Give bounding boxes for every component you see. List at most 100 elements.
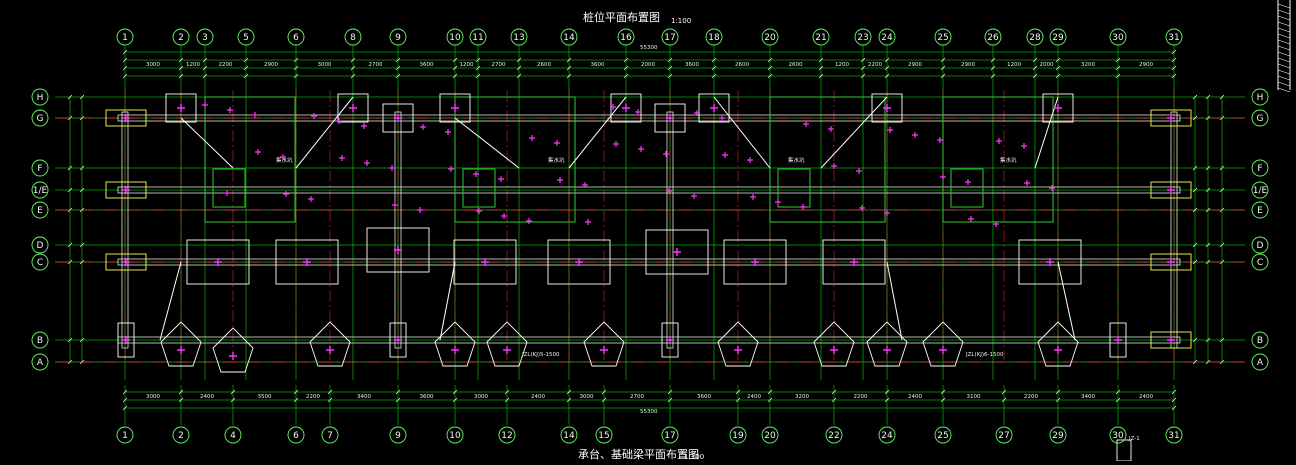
dimension-tick [1032, 57, 1038, 63]
pile-cap [453, 239, 517, 285]
dimension-tick [178, 397, 184, 403]
dimension-tick [178, 65, 184, 71]
pit-label-4: 集水坑 [1000, 156, 1017, 164]
axis-bubble [934, 28, 952, 46]
pit-label-1: 集水坑 [276, 156, 293, 164]
pile-marker [887, 127, 893, 133]
axis-bubble [1049, 28, 1067, 46]
detail-hatch [1277, 3, 1291, 9]
detail-hatch [1277, 27, 1291, 33]
dimension-tick [1032, 65, 1038, 71]
pile-marker [663, 151, 669, 157]
dimension-tick [475, 57, 481, 63]
axis-bubble-label: 11 [472, 33, 483, 43]
detail-hatch [1277, 81, 1291, 87]
pit-inner [777, 168, 811, 208]
axis-bubble-label: 15 [598, 431, 609, 441]
axis-bubble [1165, 28, 1183, 46]
dimension-tick [940, 65, 946, 71]
axis-bubble-label: 9 [395, 33, 401, 43]
dimension-tick [940, 397, 946, 403]
detail-hatch [1277, 33, 1291, 39]
dimension-tick [67, 259, 73, 265]
pile-marker [394, 336, 402, 344]
dimension-tick [178, 389, 184, 395]
dimension-tick [395, 57, 401, 63]
pile-marker [448, 166, 454, 172]
pile-marker [1054, 346, 1062, 354]
dimension-tick [516, 65, 522, 71]
dimension-label-top: 2000 [1040, 62, 1054, 68]
pile-cap [547, 239, 611, 285]
pile-cap [186, 239, 250, 285]
axis-bubble [116, 28, 134, 46]
dimension-tick [1055, 397, 1061, 403]
pile-marker [229, 352, 237, 360]
axis-bubble-label: E [37, 206, 43, 216]
pile-marker [392, 202, 398, 208]
axis-bubble-label: 6 [293, 33, 299, 43]
pile-marker [751, 258, 759, 266]
axis-bubble-label: 22 [828, 431, 839, 441]
dimension-label-bottom: 2200 [1024, 394, 1038, 400]
pile-marker [666, 188, 672, 194]
pile-marker [830, 346, 838, 354]
axis-bubble [31, 236, 49, 254]
dimension-tick [67, 187, 73, 193]
dimension-label-top: 3600 [685, 62, 699, 68]
pile-cap [389, 322, 407, 358]
dimension-tick [293, 397, 299, 403]
axis-bubble [1251, 159, 1269, 177]
pile-cap [1150, 109, 1192, 127]
pile-marker [800, 204, 806, 210]
pile-cap-triangular [1037, 321, 1079, 367]
dimension-tick [601, 397, 607, 403]
axis-bubble-label: F [1257, 164, 1262, 174]
pile-marker [937, 137, 943, 143]
pit-inner [212, 168, 246, 208]
axis-bubble [389, 426, 407, 444]
dimension-tick [1192, 187, 1198, 193]
dimension-tick [395, 397, 401, 403]
dimension-tick [831, 397, 837, 403]
dimension-tick [767, 73, 773, 79]
dimension-tick [202, 65, 208, 71]
dimension-label-bottom: 2400 [747, 394, 761, 400]
dimension-tick [1219, 359, 1225, 365]
pile-marker [600, 346, 608, 354]
dimension-tick [1192, 115, 1198, 121]
axis-bubble-label: C [37, 258, 43, 268]
pile-marker [968, 216, 974, 222]
top-drawing-title: 桩位平面布置图 [583, 10, 660, 24]
axis-bubble [661, 28, 679, 46]
dimension-tick [711, 65, 717, 71]
axis-bubble-label: 30 [1112, 431, 1124, 441]
axis-bubble [31, 201, 49, 219]
pile-marker [451, 104, 459, 112]
pile-marker [585, 219, 591, 225]
detail-hatch [1277, 69, 1291, 75]
pile-marker [1114, 336, 1122, 344]
dimension-tick [1115, 389, 1121, 395]
diagonal-beam [1057, 261, 1076, 341]
pile-cap [822, 239, 886, 285]
pile-marker [722, 152, 728, 158]
axis-bubble [661, 426, 679, 444]
diagonal-beam [180, 117, 234, 169]
axis-bubble-label: 6 [293, 431, 299, 441]
dimension-tick [1115, 73, 1121, 79]
dimension-tick [1192, 94, 1198, 100]
dimension-label-top: 3600 [420, 62, 434, 68]
dimension-label-top: 2700 [492, 62, 506, 68]
axis-bubble-label: 29 [1052, 33, 1064, 43]
pile-cap [645, 229, 709, 275]
pile-marker [420, 124, 426, 130]
dimension-label-top: 1200 [186, 62, 200, 68]
dimension-label-bottom: 3000 [146, 394, 160, 400]
axis-bubble [761, 426, 779, 444]
axis-bubble-label: H [37, 93, 44, 103]
diagonal-beam [820, 96, 888, 169]
dimension-tick [1171, 65, 1177, 71]
pile-marker [214, 258, 222, 266]
